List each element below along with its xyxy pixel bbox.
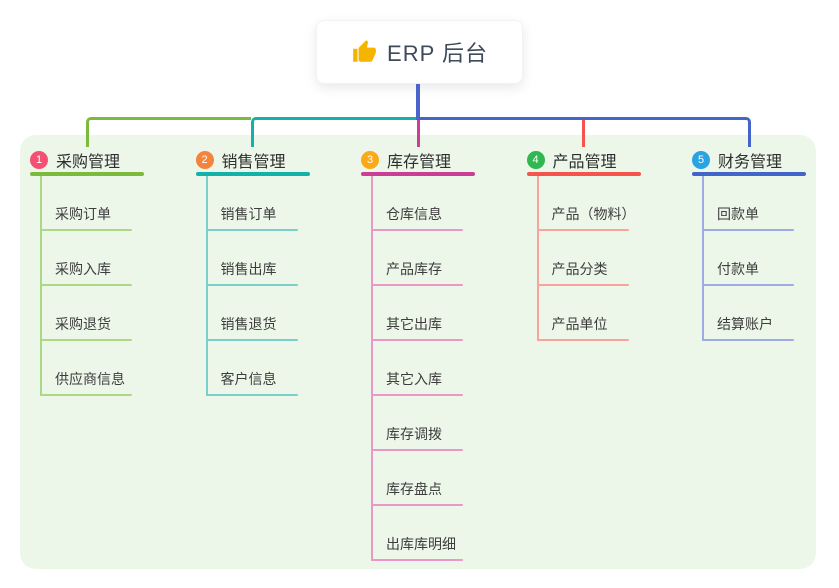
branch-node-5[interactable]: 5 财务管理 — [692, 148, 806, 172]
children-connector-line — [536, 176, 539, 341]
child-node[interactable]: 供应商信息 — [55, 371, 125, 387]
child-underline — [40, 284, 132, 286]
child-underline — [702, 229, 794, 231]
branch-node-2[interactable]: 2 销售管理 — [195, 148, 310, 172]
child-underline — [371, 504, 463, 506]
mindmap-panel — [20, 135, 816, 569]
branch-underline — [195, 172, 310, 176]
connector-elbow-branch-2 — [251, 117, 418, 147]
root-connector-line — [416, 84, 420, 120]
branch-label: 财务管理 — [718, 154, 783, 171]
children-connector-line — [40, 176, 42, 396]
child-node[interactable]: 付款单 — [717, 261, 759, 277]
child-underline — [371, 284, 463, 286]
children-connector-line — [702, 176, 704, 341]
branch-index-badge: 1 — [30, 151, 48, 169]
child-underline — [702, 339, 794, 341]
child-node[interactable]: 其它入库 — [386, 371, 442, 387]
connector-stub-branch-4 — [582, 117, 585, 147]
child-node[interactable]: 结算账户 — [717, 316, 773, 332]
child-underline — [702, 284, 794, 286]
child-node[interactable]: 仓库信息 — [386, 206, 442, 222]
child-underline — [205, 394, 298, 396]
child-underline — [40, 229, 132, 231]
thumbs-up-icon — [351, 39, 377, 65]
branch-underline — [692, 172, 806, 176]
connector-stub-branch-3 — [416, 120, 420, 147]
child-underline — [371, 449, 463, 451]
child-underline — [371, 559, 463, 561]
child-underline — [205, 229, 298, 231]
child-underline — [536, 229, 629, 231]
child-node[interactable]: 销售出库 — [220, 261, 277, 277]
child-node[interactable]: 客户信息 — [220, 371, 277, 387]
child-node[interactable]: 库存调拨 — [386, 426, 442, 442]
branch-label: 产品管理 — [552, 154, 617, 171]
child-underline — [40, 339, 132, 341]
child-underline — [536, 339, 629, 341]
branch-label: 库存管理 — [387, 154, 452, 171]
root-node[interactable]: ERP 后台 — [316, 20, 523, 84]
branch-node-4[interactable]: 4 产品管理 — [526, 148, 641, 172]
branch-underline — [361, 172, 475, 176]
branch-underline — [30, 172, 144, 176]
child-node[interactable]: 其它出库 — [386, 316, 442, 332]
connector-elbow-branch-1 — [85, 117, 251, 147]
child-underline — [205, 284, 298, 286]
child-node[interactable]: 产品库存 — [386, 261, 442, 277]
child-node[interactable]: 回款单 — [717, 206, 759, 222]
branch-node-3[interactable]: 3 库存管理 — [361, 148, 475, 172]
child-underline — [371, 229, 463, 231]
branch-underline — [526, 172, 641, 176]
child-node[interactable]: 库存盘点 — [386, 481, 442, 497]
branch-index-badge: 2 — [195, 151, 214, 169]
child-node[interactable]: 采购退货 — [55, 316, 111, 332]
child-underline — [536, 284, 629, 286]
branch-index-badge: 5 — [692, 151, 710, 169]
child-node[interactable]: 产品单位 — [551, 316, 608, 332]
root-node-label: ERP 后台 — [387, 41, 488, 66]
child-node[interactable]: 采购订单 — [55, 206, 111, 222]
child-underline — [371, 339, 463, 341]
branch-node-1[interactable]: 1 采购管理 — [30, 148, 144, 172]
child-node[interactable]: 产品分类 — [551, 261, 608, 277]
branch-index-badge: 4 — [526, 151, 545, 169]
branch-index-badge: 3 — [361, 151, 379, 169]
child-node[interactable]: 销售退货 — [220, 316, 277, 332]
children-connector-line — [371, 176, 373, 561]
child-node[interactable]: 销售订单 — [220, 206, 277, 222]
child-underline — [371, 394, 463, 396]
children-connector-line — [205, 176, 208, 396]
branch-label: 销售管理 — [221, 154, 286, 171]
child-node[interactable]: 出库库明细 — [386, 536, 456, 552]
child-node[interactable]: 产品（物料） — [551, 206, 636, 222]
connector-elbow-branch-5 — [416, 117, 751, 147]
branch-label: 采购管理 — [56, 154, 121, 171]
child-node[interactable]: 采购入库 — [55, 261, 111, 277]
child-underline — [205, 339, 298, 341]
child-underline — [40, 394, 132, 396]
